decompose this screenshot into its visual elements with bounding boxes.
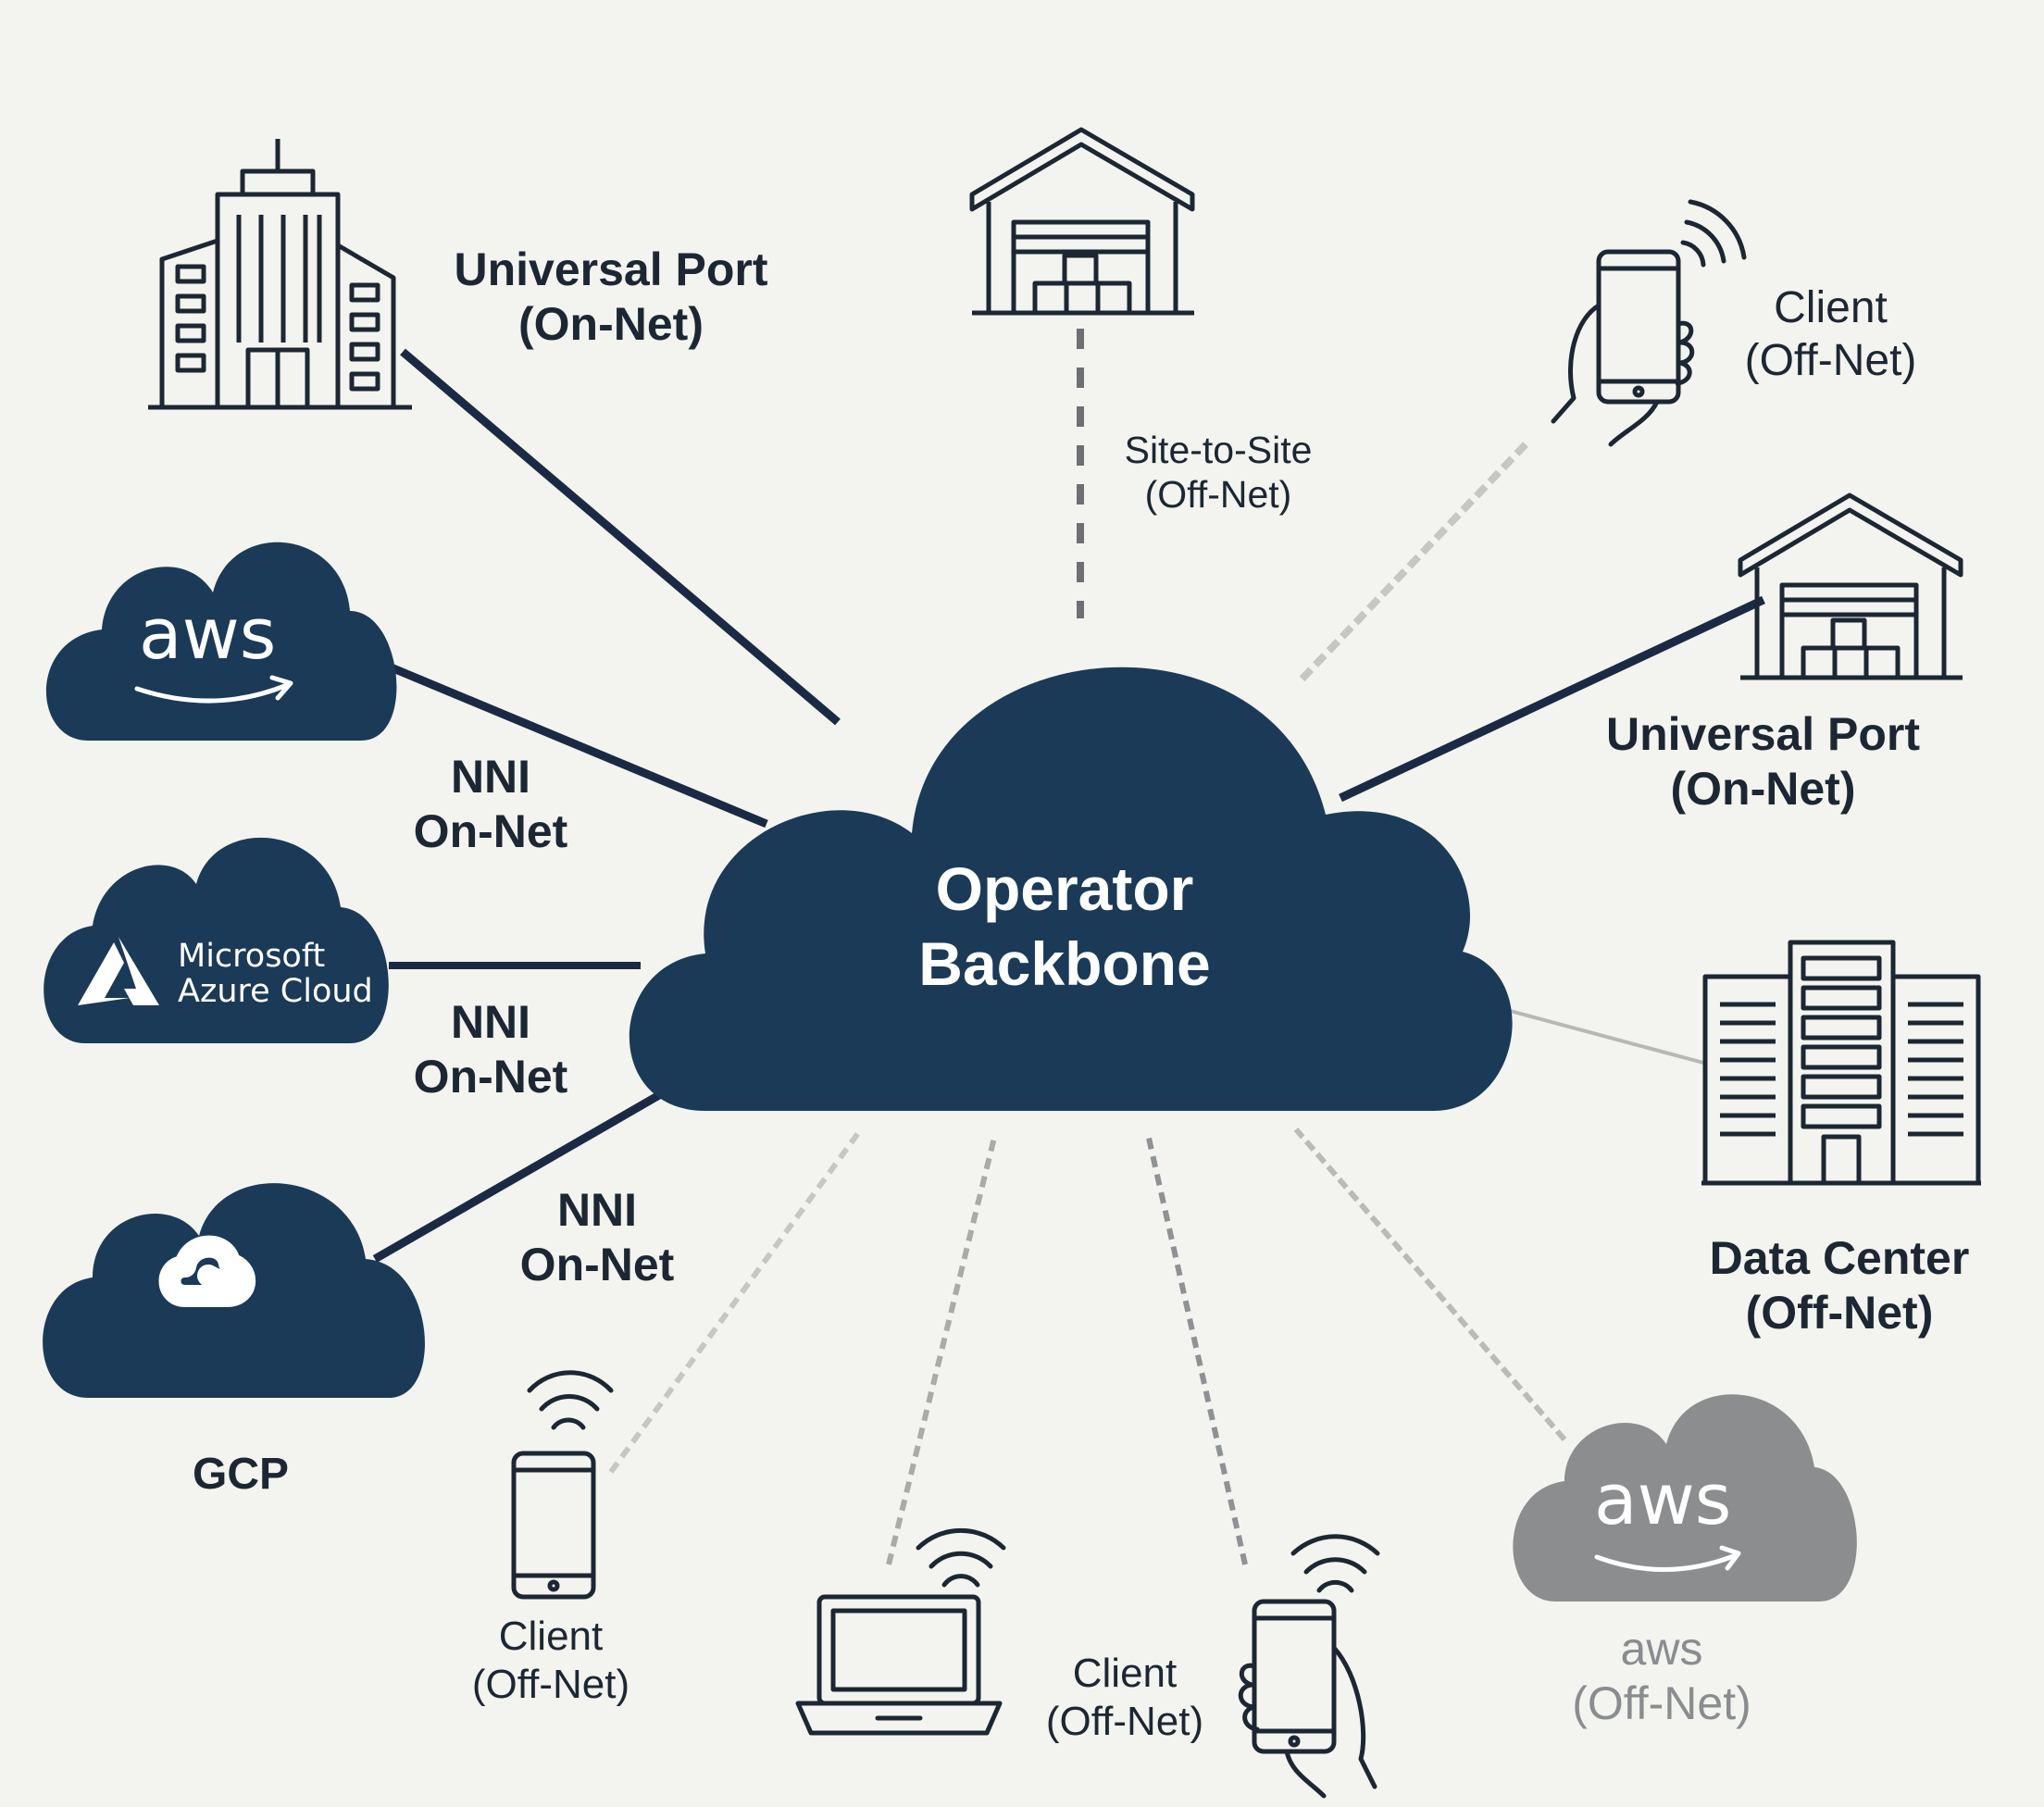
aws-off-net-label: aws (Off-Net) — [1537, 1622, 1787, 1731]
link-laptop — [886, 1133, 998, 1565]
gcp-label: GCP — [148, 1449, 333, 1502]
link-aws-nni — [387, 662, 768, 829]
client-bottom-left-label: Client (Off-Net) — [449, 1613, 653, 1709]
link-client-bottom-left — [608, 1128, 864, 1474]
client-bottom-left-line2: (Off-Net) — [471, 1661, 630, 1707]
data-center-line1: Data Center — [1709, 1232, 1970, 1284]
link-universal-port-right — [1339, 595, 1765, 803]
laptop-icon — [795, 1527, 1006, 1736]
site-to-site-label: Site-to-Site (Off-Net) — [1098, 428, 1339, 517]
gcp-logo-icon — [158, 1235, 256, 1307]
gcp-cloud — [43, 1183, 425, 1398]
client-top-right-line1: Client — [1774, 283, 1888, 332]
aws-off-net-line1: aws — [1620, 1623, 1703, 1675]
link-gcp-nni — [372, 1078, 686, 1263]
azure-logo-icon — [78, 937, 159, 1005]
aws-cloud-shape — [45, 542, 397, 741]
client-top-right-line2: (Off-Net) — [1744, 335, 1917, 385]
universal-port-left-line2: (On-Net) — [518, 298, 704, 350]
site-to-site-line1: Site-to-Site — [1124, 429, 1313, 471]
universal-port-right-line2: (On-Net) — [1670, 763, 1856, 815]
aws-nni-logo-text: aws — [139, 592, 277, 675]
client-bottom-middle-label: Client (Off-Net) — [1023, 1650, 1227, 1746]
aws-grey-arrow-icon — [1719, 1545, 1741, 1571]
link-universal-port-left — [400, 348, 841, 726]
link-data-center — [1485, 1003, 1704, 1065]
operator-backbone-line1: Operator — [935, 854, 1194, 923]
universal-port-left-line1: Universal Port — [454, 243, 768, 295]
azure-nni-link-line1: NNI — [450, 996, 531, 1048]
client-bottom-left-line1: Client — [498, 1614, 604, 1659]
data-center-line2: (Off-Net) — [1745, 1287, 1934, 1339]
site-to-site-line2: (Off-Net) — [1144, 473, 1292, 517]
aws-smile-icon — [134, 682, 290, 704]
aws-off-net-line2: (Off-Net) — [1572, 1677, 1751, 1729]
universal-port-right-line1: Universal Port — [1605, 708, 1920, 760]
gcp-nni-link-label: NNI On-Net — [486, 1183, 708, 1292]
azure-nni-link-line2: On-Net — [413, 1051, 568, 1103]
client-top-right-label: Client (Off-Net) — [1708, 282, 1953, 387]
data-center-label: Data Center (Off-Net) — [1687, 1231, 1992, 1340]
link-client-top-right — [1298, 442, 1528, 683]
aws-grey-cloud-shape — [1513, 1394, 1857, 1601]
data-center-icon — [1701, 940, 1981, 1186]
client-bottom-middle-line1: Client — [1072, 1651, 1178, 1696]
azure-logo-text: Microsoft Azure Cloud — [178, 938, 373, 1010]
aws-nni-cloud — [45, 542, 397, 741]
gcp-nni-link-line1: NNI — [556, 1184, 638, 1236]
aws-nni-link-line1: NNI — [450, 751, 531, 803]
phone-hand-bottom-icon — [1238, 1534, 1380, 1799]
link-client-bottom-middle — [1145, 1133, 1248, 1565]
warehouse-icon — [969, 127, 1195, 316]
azure-logo-line1: Microsoft — [178, 938, 326, 975]
universal-port-right-label: Universal Port (On-Net) — [1585, 707, 1941, 816]
client-bottom-middle-line2: (Off-Net) — [1045, 1698, 1204, 1744]
aws-arrow-icon — [269, 675, 293, 701]
azure-nni-cloud — [44, 837, 389, 1043]
phone-bottom-left-icon — [511, 1370, 614, 1600]
universal-port-left-label: Universal Port (On-Net) — [430, 243, 791, 352]
aws-nni-link-label: NNI On-Net — [380, 750, 602, 859]
connection-lines — [372, 329, 1765, 1565]
phone-hand-top-right-icon — [1551, 199, 1747, 447]
aws-grey-smile-icon — [1594, 1552, 1739, 1572]
azure-nni-link-label: NNI On-Net — [380, 995, 602, 1104]
operator-backbone-label: Operator Backbone — [870, 852, 1259, 1001]
gcp-nni-link-line2: On-Net — [519, 1239, 675, 1290]
operator-backbone-cloud — [629, 667, 1513, 1111]
azure-logo-line2: Azure Cloud — [178, 972, 373, 1010]
office-building-icon — [148, 139, 412, 410]
aws-off-net-cloud — [1513, 1394, 1857, 1601]
aws-nni-link-line2: On-Net — [413, 805, 568, 857]
warehouse-right-icon — [1738, 492, 1963, 680]
link-aws-off-net — [1293, 1128, 1567, 1441]
gcp-line1: GCP — [192, 1450, 289, 1499]
operator-backbone-line2: Backbone — [918, 928, 1211, 998]
aws-off-net-logo-text: aws — [1594, 1458, 1732, 1540]
